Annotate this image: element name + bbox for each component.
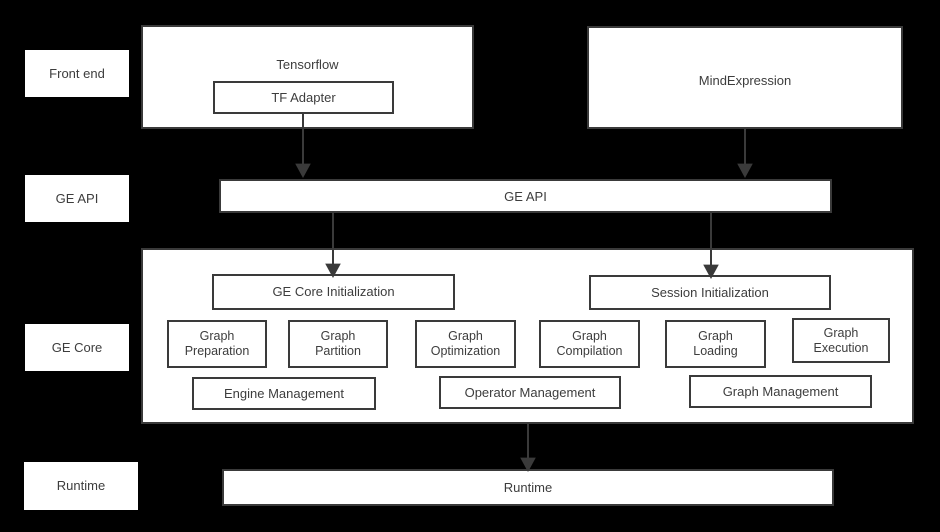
graph-compilation-label: Graph Compilation — [556, 329, 623, 358]
ge-core-initialization-label: GE Core Initialization — [272, 284, 395, 300]
rail-chip-ge-api: GE API — [25, 175, 129, 222]
mindexpression-title: MindExpression — [698, 73, 792, 88]
ge-api-bar[interactable]: GE API — [219, 179, 832, 213]
graph-preparation-box[interactable]: Graph Preparation — [167, 320, 267, 368]
engine-management-box[interactable]: Engine Management — [192, 377, 376, 410]
rail-chip-label: Front end — [49, 65, 105, 81]
rail-chip-front-end: Front end — [25, 50, 129, 97]
graph-optimization-label: Graph Optimization — [430, 329, 501, 358]
graph-partition-label: Graph Partition — [315, 329, 361, 358]
tensorflow-title: Tensorflow — [276, 57, 339, 72]
graph-partition-box[interactable]: Graph Partition — [288, 320, 388, 368]
operator-management-box[interactable]: Operator Management — [439, 376, 621, 409]
graph-preparation-label: Graph Preparation — [184, 329, 250, 358]
graph-loading-box[interactable]: Graph Loading — [665, 320, 766, 368]
graph-management-label: Graph Management — [722, 383, 839, 399]
mindexpression-panel: MindExpression — [587, 26, 903, 129]
graph-compilation-box[interactable]: Graph Compilation — [539, 320, 640, 368]
session-initialization-label: Session Initialization — [651, 284, 769, 300]
graph-loading-label: Graph Loading — [693, 329, 738, 358]
ge-api-bar-label: GE API — [504, 188, 547, 204]
runtime-bar[interactable]: Runtime — [222, 469, 834, 506]
graph-execution-box[interactable]: Graph Execution — [792, 318, 890, 363]
rail-chip-label: GE API — [55, 190, 99, 206]
ge-core-initialization-box[interactable]: GE Core Initialization — [212, 274, 455, 310]
rail-chip-runtime: Runtime — [24, 462, 138, 510]
tf-adapter-box[interactable]: TF Adapter — [213, 81, 394, 114]
rail-chip-label: Runtime — [56, 478, 106, 494]
runtime-bar-label: Runtime — [503, 480, 553, 495]
graph-management-box[interactable]: Graph Management — [689, 375, 872, 408]
session-initialization-box[interactable]: Session Initialization — [589, 275, 831, 310]
rail-chip-label: GE Core — [51, 339, 103, 355]
rail-chip-ge-core: GE Core — [25, 324, 129, 371]
operator-management-label: Operator Management — [464, 384, 596, 400]
graph-optimization-box[interactable]: Graph Optimization — [415, 320, 516, 368]
graph-execution-label: Graph Execution — [813, 325, 869, 355]
engine-management-label: Engine Management — [224, 385, 344, 401]
tf-adapter-label: TF Adapter — [271, 89, 336, 105]
